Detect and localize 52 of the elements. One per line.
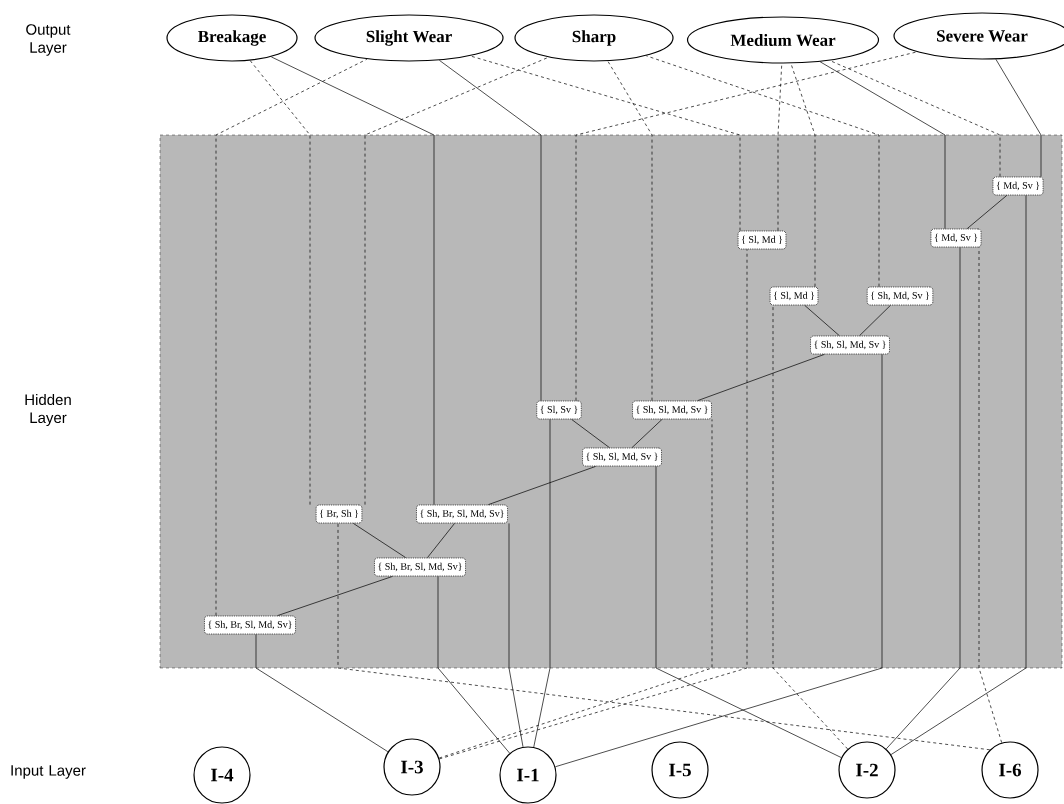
hidden-node-box: { Sl, Sv } (536, 400, 582, 420)
connection-line (508, 523, 524, 748)
connection-line (777, 63, 783, 231)
hidden-node-box: { Sh, Br, Sl, Md, Sv} (374, 557, 466, 577)
connection-line (555, 354, 883, 768)
connection-line (790, 63, 816, 287)
connection-line (271, 56, 435, 505)
connection-line (697, 354, 825, 401)
connection-line (571, 419, 610, 448)
connection-line (607, 60, 653, 401)
connection-line (337, 523, 991, 751)
connection-line (859, 305, 891, 336)
connection-line (819, 61, 946, 229)
connection-line (890, 195, 1027, 755)
connection-line (772, 305, 848, 750)
connection-line (885, 247, 961, 750)
connection-line (364, 57, 549, 505)
hidden-node-box: { Sh, Sl, Md, Sv } (582, 447, 662, 467)
hidden-layer-band (159, 134, 1063, 669)
layer-label: Input Layer (11, 765, 86, 779)
connection-line (533, 419, 551, 748)
connection-line (215, 58, 368, 616)
connection-line (439, 249, 748, 760)
hidden-node-box: { Sh, Sl, Md, Sv } (810, 335, 890, 355)
hidden-node-box: { Sh, Br, Sl, Md, Sv} (416, 504, 508, 524)
connection-line (438, 419, 713, 759)
connection-line (655, 466, 842, 758)
connection-line (439, 60, 542, 401)
connection-line (804, 305, 840, 336)
connection-line (995, 58, 1042, 177)
hidden-node-box: { Sl, Md } (737, 230, 787, 250)
layer-label: Output Layer (26, 24, 71, 56)
connection-line (249, 60, 311, 505)
connection-line (488, 466, 596, 505)
layer-label: Hidden Layer (25, 394, 71, 426)
hidden-node-box: { Md, Sv } (992, 176, 1044, 196)
hidden-node-box: { Sl, Md } (769, 286, 819, 306)
hidden-node-box: { Md, Sv } (930, 228, 982, 248)
connection-line (437, 576, 510, 754)
hidden-node-box: { Sh, Md, Sv } (866, 286, 934, 306)
connection-line (631, 419, 663, 448)
hidden-node-box: { Sh, Br, Sl, Md, Sv} (204, 615, 296, 635)
connection-line (575, 51, 917, 401)
hidden-node-box: { Br, Sh } (315, 504, 363, 524)
connection-line (353, 523, 406, 558)
connection-line (645, 55, 880, 287)
connection-line (978, 247, 1003, 743)
hidden-node-box: { Sh, Sl, Md, Sv } (632, 400, 712, 420)
connection-line (966, 195, 1008, 229)
connection-line (255, 634, 389, 753)
connection-line (427, 523, 455, 558)
connection-line (277, 576, 393, 616)
